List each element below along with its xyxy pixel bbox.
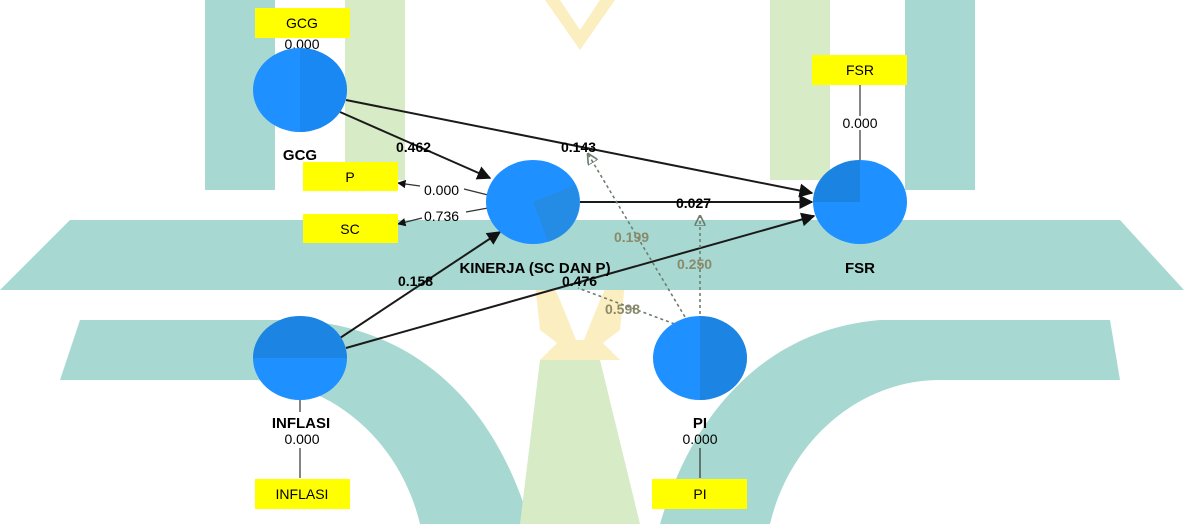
indicator-links <box>299 52 861 478</box>
indicator-fsr-label: FSR <box>846 62 874 78</box>
path-inflasi-fsr <box>345 212 816 349</box>
indicator-pi[interactable]: PI <box>652 479 747 509</box>
path-gcg-kinerja <box>339 111 492 180</box>
path-gcg-fsr-value: 0.143 <box>561 139 596 155</box>
indicator-inflasi[interactable]: INFLASI <box>255 479 350 509</box>
construct-pi-label: PI <box>693 415 707 432</box>
construct-fsr-label: FSR <box>845 260 875 277</box>
path-inflasi-kinerja-value: 0.158 <box>398 273 433 289</box>
indicator-p[interactable]: P <box>303 162 398 191</box>
indicator-inflasi-label: INFLASI <box>276 486 329 502</box>
path-pi-kinerjafsr-value: 0.250 <box>677 256 712 272</box>
path-inflasi-fsr-value: 0.476 <box>562 273 597 289</box>
path-pi-inflasifsr <box>577 287 681 327</box>
construct-fsr[interactable] <box>813 160 907 244</box>
indicator-p-label: P <box>345 169 354 185</box>
indicator-gcg-label: GCG <box>286 15 318 31</box>
indicator-sc-label: SC <box>340 221 359 237</box>
indicator-sc-loading: 0.736 <box>424 208 459 224</box>
construct-inflasi-label: INFLASI <box>272 415 330 432</box>
construct-gcg[interactable] <box>253 48 347 132</box>
path-pi-inflasifsr-value: 0.598 <box>605 301 640 317</box>
indicator-gcg-loading: 0.000 <box>284 36 319 52</box>
indicator-fsr-loading: 0.000 <box>842 115 877 131</box>
indicator-fsr[interactable]: FSR <box>812 55 907 85</box>
indicator-pi-loading: 0.000 <box>682 431 717 447</box>
indicator-inflasi-loading: 0.000 <box>284 431 319 447</box>
construct-kinerja[interactable] <box>486 160 580 244</box>
path-pi-gcgfsr-value: 0.199 <box>614 229 649 245</box>
path-gcg-kinerja-value: 0.462 <box>396 139 431 155</box>
structural-paths <box>339 99 816 349</box>
indicator-gcg[interactable]: GCG <box>255 8 350 38</box>
path-gcg-fsr <box>345 99 814 198</box>
indicator-p-loading: 0.000 <box>424 182 459 198</box>
construct-inflasi[interactable] <box>253 316 347 400</box>
indicator-sc[interactable]: SC <box>303 214 398 243</box>
construct-gcg-label: GCG <box>283 147 317 164</box>
indicator-pi-label: PI <box>693 486 706 502</box>
path-inflasi-kinerja <box>339 231 502 339</box>
path-kinerja-fsr-value: 0.027 <box>676 195 711 211</box>
construct-pi[interactable] <box>653 316 747 400</box>
construct-kinerja-label: KINERJA (SC DAN P) <box>459 260 610 277</box>
path-pi-gcgfsr <box>588 154 689 323</box>
